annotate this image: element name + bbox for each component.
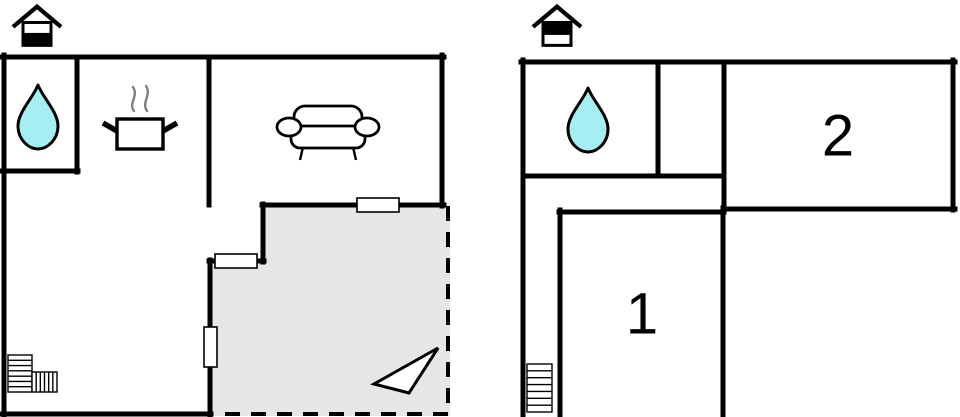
- sofa-armrest-right: [353, 116, 381, 138]
- stairs-upper-flight: [7, 354, 33, 393]
- pot-body: [115, 117, 165, 151]
- stairs-flight: [526, 363, 553, 413]
- room-number-2: 2: [822, 104, 854, 169]
- water-drop-icon: [566, 86, 610, 154]
- closet-door[interactable]: [214, 253, 258, 269]
- house-roof: [11, 3, 63, 29]
- ground-floor-panel: [0, 3, 450, 417]
- first-floor-fixtures: [526, 86, 610, 413]
- house-icon-bottom-filled: [11, 3, 63, 47]
- sofa-armrest-left: [275, 116, 303, 138]
- house-roof: [531, 3, 583, 29]
- ground-floor-fixtures: [7, 83, 440, 395]
- ground-floor-doors: [203, 197, 400, 368]
- house-body-filled-half: [22, 32, 52, 47]
- terrace-dashed-boundary: [214, 206, 450, 416]
- hall-terrace-door[interactable]: [203, 326, 218, 368]
- living-room-terrace-door[interactable]: [356, 197, 400, 213]
- terrace-area: [212, 206, 450, 416]
- water-drop-icon: [16, 83, 60, 151]
- steam-line: [130, 85, 137, 113]
- room-number-1: 1: [626, 282, 658, 347]
- first-floor-walls: [518, 57, 958, 417]
- steam-line: [143, 84, 150, 113]
- sofa-leg-right: [351, 146, 358, 161]
- first-floor-panel: 12: [518, 3, 958, 417]
- pot-handle-right: [161, 120, 179, 134]
- pot-handle-left: [101, 120, 119, 134]
- house-body-filled-half: [542, 21, 572, 35]
- house-icon-top-filled: [531, 3, 583, 47]
- first-floor-room-numbers: 12: [626, 104, 854, 347]
- sofa-leg-left: [298, 146, 305, 161]
- north-arrow-icon: [370, 346, 440, 395]
